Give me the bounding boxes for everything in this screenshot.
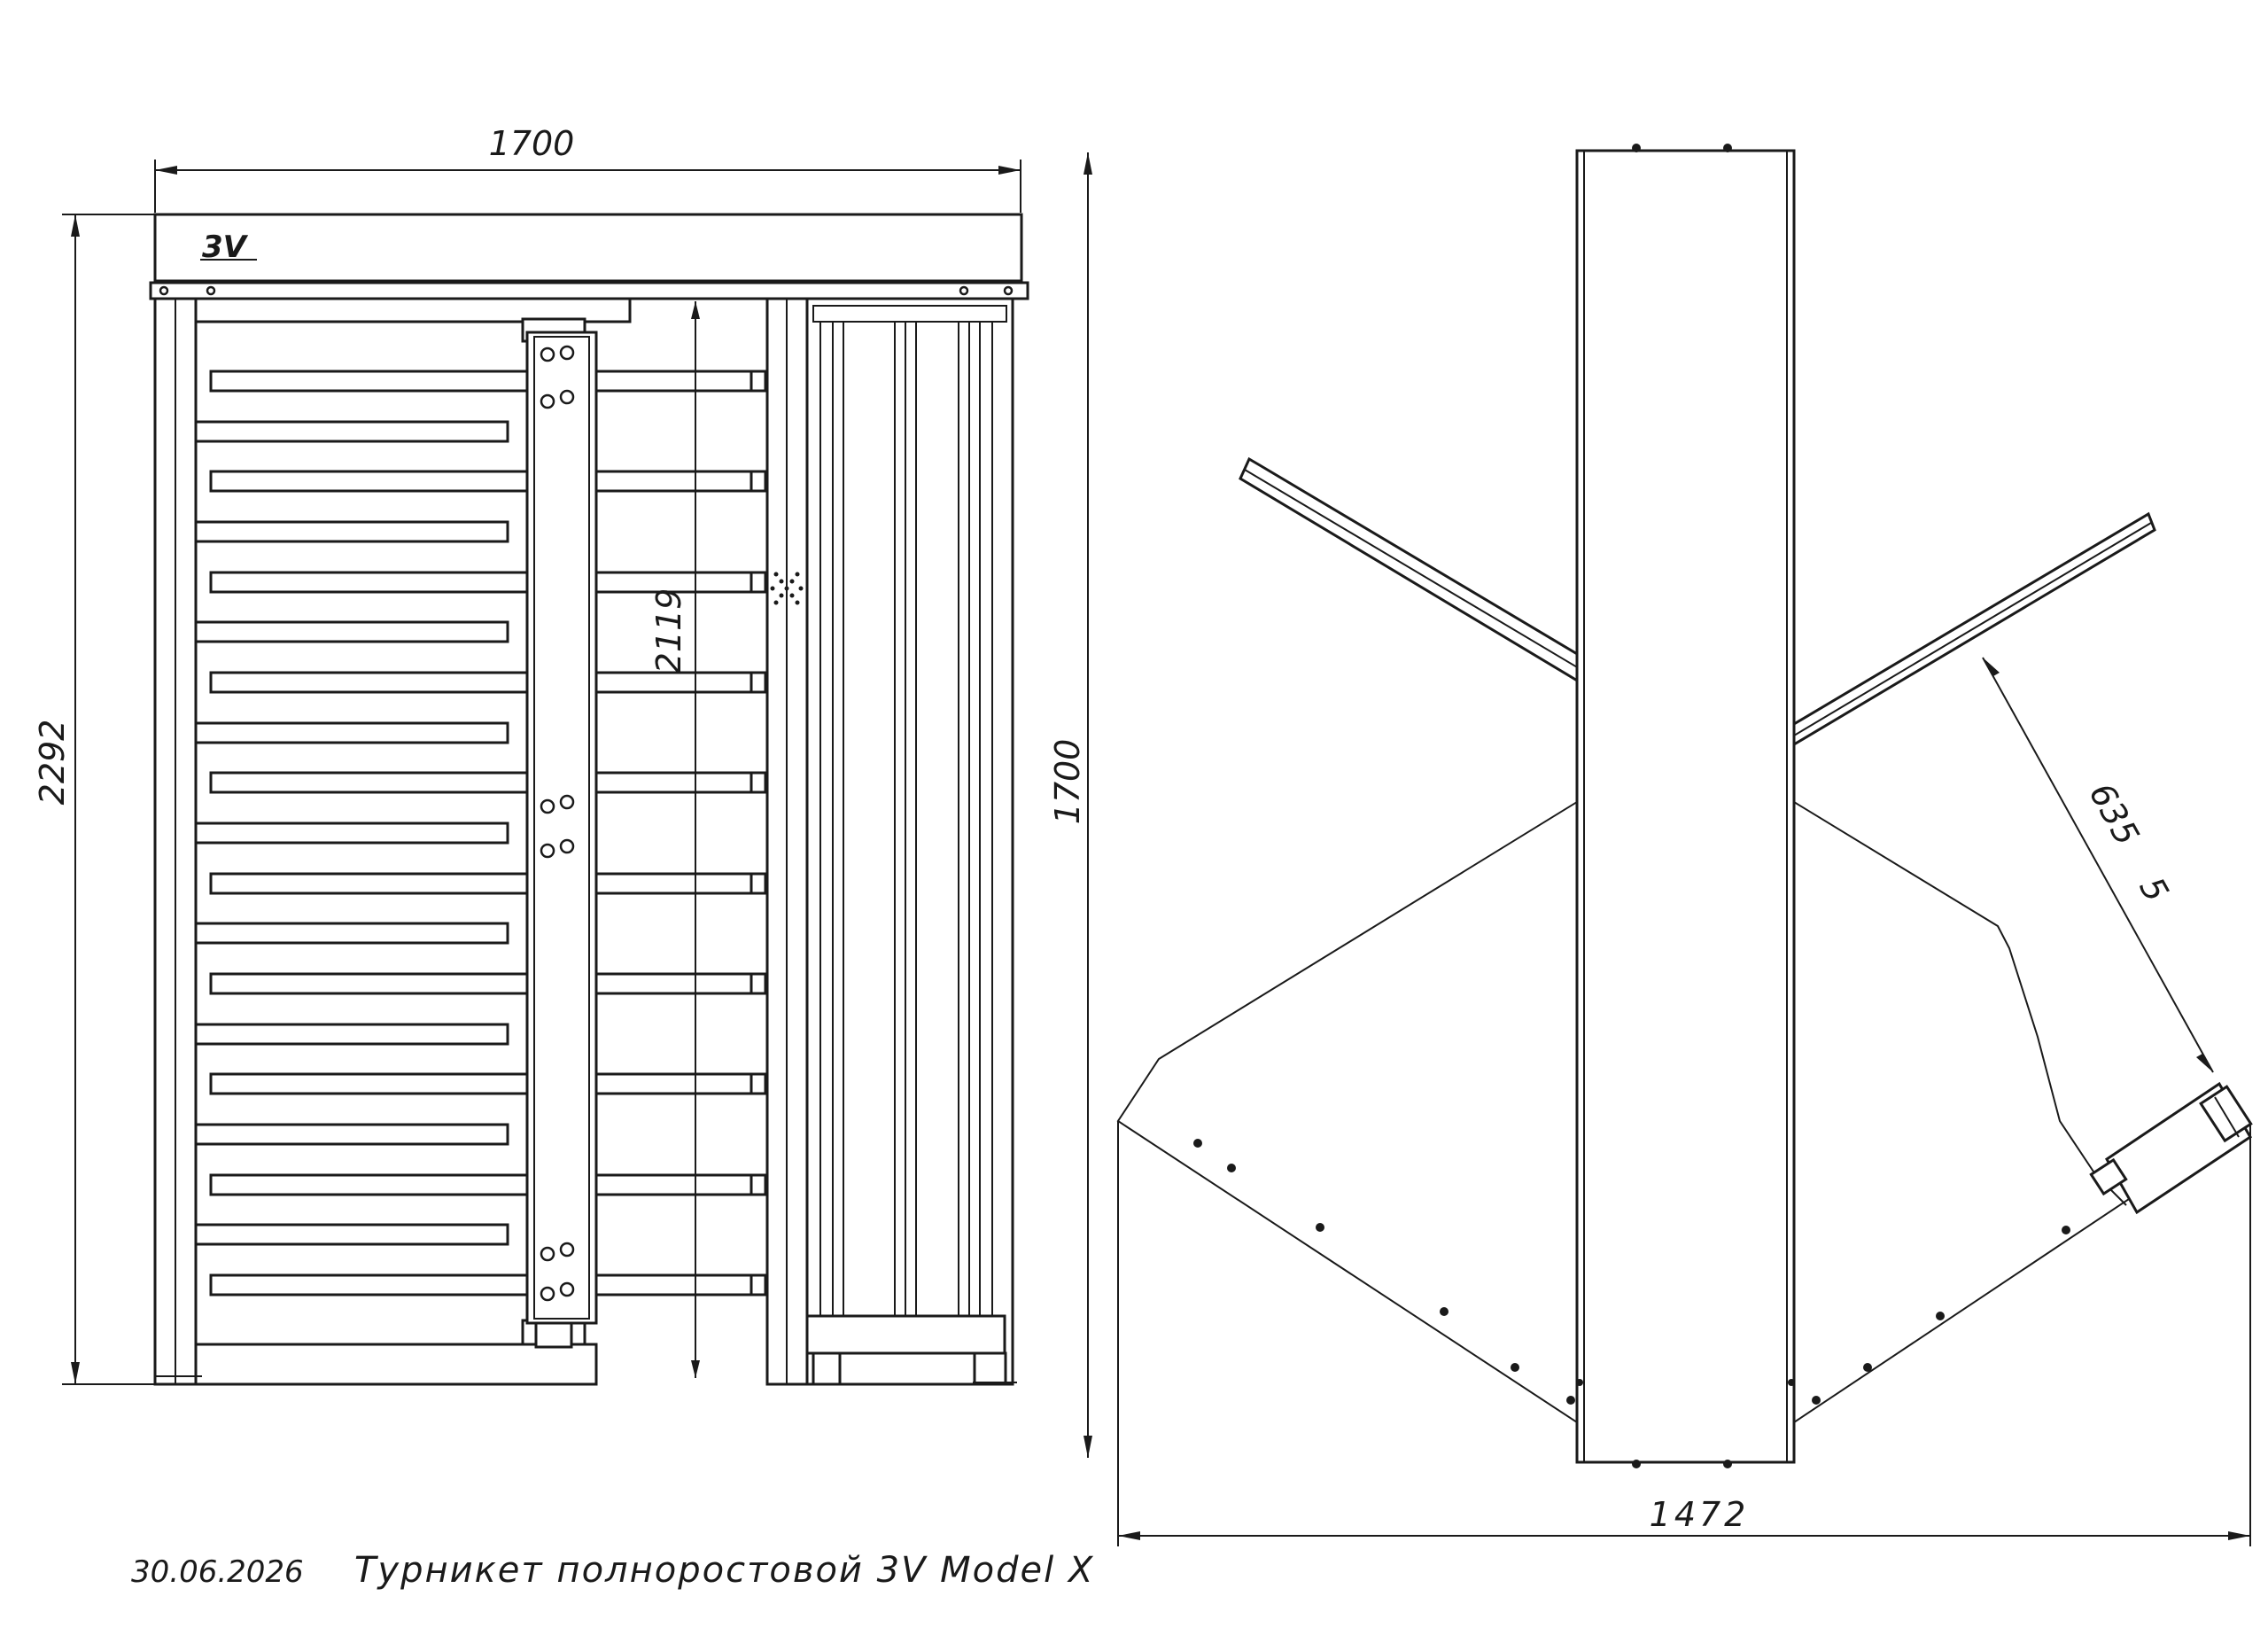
dimension-arm-length: 635 5 [1982,657,2214,1073]
rotor-arm-right [594,1273,769,1296]
fixed-barrier-panel [805,297,1017,1386]
top-arm-right [1792,511,2156,747]
dim-text-front-width: 1700 [489,124,575,163]
rotor-arm-cap [750,972,767,995]
top-arm-left [1239,456,1585,687]
left-frame [153,297,632,1386]
dim-text-front-height: 2292 [33,720,72,806]
dimension-top-width: 1472 [1117,1121,2251,1546]
dimension-front-width: 1700 [154,124,1021,213]
rotor-arm-cap [750,370,767,393]
rotor-arm-left [209,1173,529,1196]
rotor-arm-back [194,420,509,443]
rotor-arm-right [594,1072,769,1095]
drawing-date: 30.06.2026 [131,1554,304,1590]
rotor-arm-left [209,370,529,393]
rotor-arm-back [194,620,509,643]
title-block: 30.06.2026 Турникет полноростовой 3V Mod… [131,1550,1094,1591]
rotor-arm-right [594,1173,769,1196]
rotor-arm-left [209,771,529,794]
rotor-arm-back [194,520,509,543]
turnstile-housing [1575,144,1796,1468]
rotor-column [521,317,598,1349]
dim-text-arm-small: 5 [2132,870,2176,907]
rotor-arm-right [594,972,769,995]
rotor-arm-back [194,1123,509,1146]
rotor-arm-left [209,1072,529,1095]
rotor-arm-back [194,1223,509,1246]
rotor-arm-back [194,822,509,845]
rotor-arm-cap [750,1173,767,1196]
rotor-arm-left [209,470,529,493]
rotor-arm-left [209,972,529,995]
rotor-arm-cap [750,771,767,794]
rotor-arm-back [194,1023,509,1046]
rotor-arm-cap [750,571,767,594]
rotor-arm-cap [750,470,767,493]
dimension-front-height: 2292 [33,214,158,1385]
rotor-arm-right [594,671,769,694]
rotor-arm-cap [750,1072,767,1095]
dim-text-top-depth: 1700 [1048,739,1087,825]
rotor-arms [194,370,769,1296]
rotor-arm-left [209,571,529,594]
top-beam: 3V [149,213,1029,300]
dim-text-top-width: 1472 [1650,1495,1750,1534]
drawing-title: Турникет полноростовой 3V Model X [354,1550,1094,1591]
rotor-arm-cap [750,1273,767,1296]
dimension-top-depth: 1700 [1048,152,1092,1458]
rotor-arm-cap [750,872,767,895]
front-view: 1700 2292 3V [33,124,1029,1386]
rotor-arm-back [194,922,509,945]
rotor-arm-right [594,470,769,493]
rotor-arm-left [209,671,529,694]
rotor-arm-right [594,771,769,794]
top-view: 1700 1472 [1048,144,2253,1546]
center-post [765,297,809,1386]
rotor-arm-back [194,721,509,744]
rotor-arm-right [594,370,769,393]
arm-end-cap [2089,1081,2253,1215]
dim-text-passage-height: 2119 [649,588,688,674]
rotor-arm-right [594,872,769,895]
dimension-passage-height: 2119 [649,301,700,1378]
rotor-arm-cap [750,671,767,694]
dim-text-arm-length: 635 [2082,776,2148,852]
passage-indicator-icon [770,572,804,605]
rotor-arm-left [209,1273,529,1296]
rotor-arm-left [209,872,529,895]
